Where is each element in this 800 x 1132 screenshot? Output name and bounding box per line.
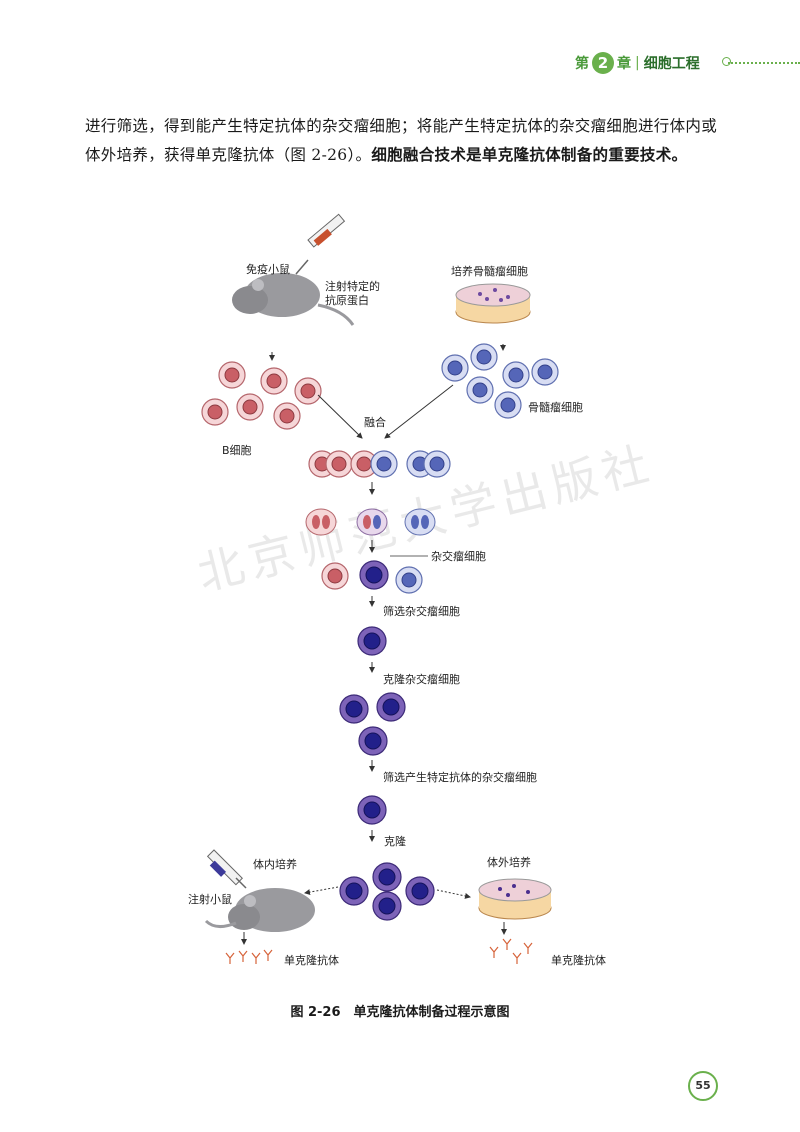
- label-myeloma-cell: 骨髓瘤细胞: [528, 400, 583, 414]
- label-select-hybridoma: 筛选杂交瘤细胞: [383, 604, 460, 618]
- label-select-specific: 筛选产生特定抗体的杂交瘤细胞: [383, 770, 537, 784]
- fusion-pairs-row: [308, 450, 451, 478]
- hybridoma-row: [321, 560, 423, 594]
- label-in-vitro: 体外培养: [487, 855, 531, 869]
- petri-dish-top-icon: [455, 283, 531, 324]
- b-cell-cluster: [201, 361, 322, 430]
- cloned-hybridoma-cluster: [339, 692, 406, 756]
- header-dot: [722, 57, 731, 66]
- chapter-title: 细胞工程: [643, 56, 700, 72]
- label-inject-line1: 注射特定的: [325, 279, 380, 293]
- label-b-cell: B细胞: [222, 444, 252, 457]
- label-mab-left: 单克隆抗体: [284, 953, 339, 967]
- selected-hybridoma-cell: [357, 626, 387, 656]
- label-in-vivo: 体内培养: [253, 857, 297, 871]
- label-hybridoma: 杂交瘤细胞: [431, 549, 486, 563]
- header-dotted-line: [728, 62, 800, 64]
- header-separator: |: [635, 55, 640, 71]
- syringe-bottom-icon: [206, 849, 247, 889]
- label-fusion: 融合: [364, 415, 386, 429]
- antibodies-left: [225, 949, 273, 965]
- antibodies-right: [489, 938, 533, 965]
- paragraph-bold: 细胞融合技术是单克隆抗体制备的重要技术。: [371, 146, 688, 164]
- label-mab-right: 单克隆抗体: [551, 953, 606, 967]
- binucleate-cells-row: [305, 508, 436, 536]
- injected-mouse-illustration: [204, 888, 315, 932]
- chapter-header: 第 2 章 | 细胞工程: [575, 52, 700, 74]
- syringe-top-icon: [295, 213, 346, 275]
- label-immune-mouse: 免疫小鼠: [246, 262, 290, 276]
- page-number: 55: [688, 1071, 718, 1101]
- label-inject-mouse: 注射小鼠: [188, 892, 232, 906]
- label-inject-line2: 抗原蛋白: [325, 293, 369, 307]
- label-clone-hybridoma: 克隆杂交瘤细胞: [383, 672, 460, 686]
- immune-mouse-illustration: [232, 273, 355, 326]
- petri-dish-bottom-icon: [478, 878, 552, 920]
- paragraph-normal: 进行筛选，得到能产生特定抗体的杂交瘤细胞；将能产生特定抗体的杂交瘤细胞进行体内或…: [85, 117, 718, 164]
- label-culture-myeloma: 培养骨髓瘤细胞: [451, 264, 528, 278]
- body-paragraph: 进行筛选，得到能产生特定抗体的杂交瘤细胞；将能产生特定抗体的杂交瘤细胞进行体内或…: [85, 112, 725, 170]
- specific-hybridoma-cell: [357, 795, 387, 825]
- chapter-suffix: 章: [617, 56, 631, 72]
- chapter-number-badge: 2: [592, 52, 614, 74]
- figure-caption: 图 2-26 单克隆抗体制备过程示意图: [290, 1005, 510, 1020]
- label-clone: 克隆: [384, 834, 406, 848]
- chapter-prefix: 第: [575, 56, 589, 72]
- final-clone-cluster: [339, 862, 435, 921]
